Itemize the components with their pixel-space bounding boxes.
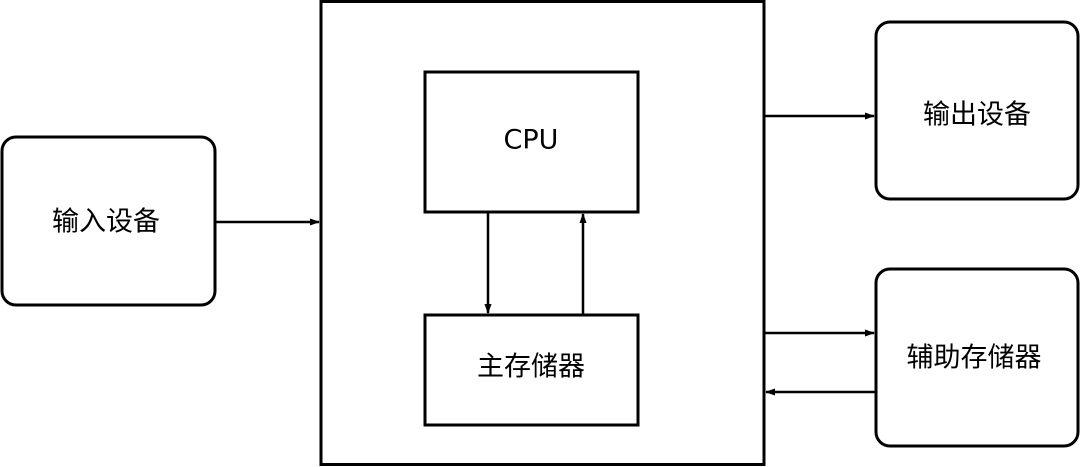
cpu-node: CPU <box>423 70 640 214</box>
auxiliary-storage-box <box>874 267 1080 448</box>
cpu-box <box>423 70 640 214</box>
output-device-box <box>874 20 1080 201</box>
main-memory-node: 主存储器 <box>423 313 640 427</box>
input-device-node: 输入设备 <box>0 135 217 307</box>
cpu-label: CPU <box>504 125 559 156</box>
output-device-node: 输出设备 <box>874 20 1080 201</box>
output-device-label: 输出设备 <box>923 100 1031 131</box>
input-device-label: 输入设备 <box>52 207 160 238</box>
main-memory-box <box>423 313 640 427</box>
auxiliary-storage-label: 辅助存储器 <box>907 343 1042 374</box>
auxiliary-storage-node: 辅助存储器 <box>874 267 1080 448</box>
main-memory-label: 主存储器 <box>477 352 585 383</box>
